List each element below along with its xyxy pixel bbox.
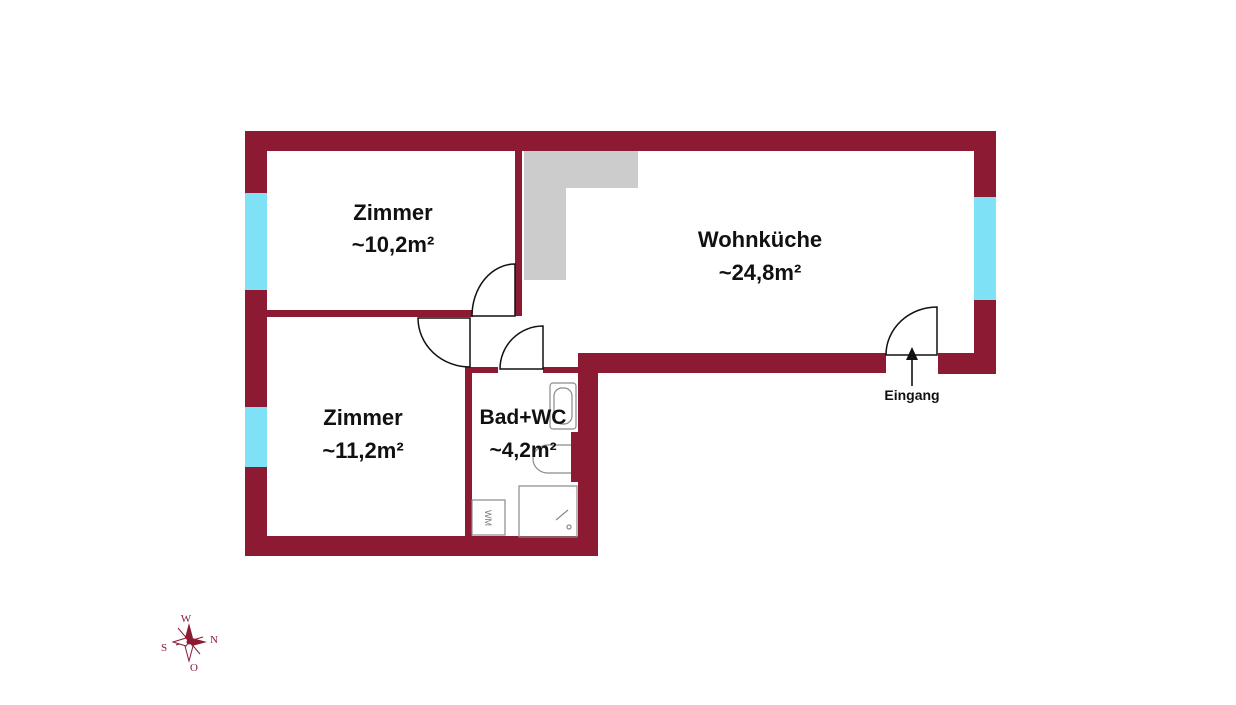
wall-entrance-right: [938, 353, 996, 374]
washbasin: [532, 444, 571, 474]
room-name-zimmer-2: Zimmer: [323, 405, 403, 430]
room-name-zimmer-1: Zimmer: [353, 200, 433, 225]
door-zimmer-1[interactable]: [471, 263, 516, 317]
room-area-zimmer-2: ~11,2m²: [322, 438, 403, 463]
walls: [245, 131, 996, 556]
wall-room-kitchen: [515, 151, 522, 316]
shower-tray: [518, 485, 578, 538]
toilet-bowl: [553, 387, 573, 425]
shower-drain-icon: [566, 524, 572, 530]
wall-living-bottom: [578, 353, 886, 373]
washing-machine: [471, 499, 506, 536]
wall-bottom: [245, 536, 597, 556]
compass-east-label: O: [190, 662, 198, 674]
bathroom-fixtures: [471, 382, 578, 538]
washing-machine-label: WM: [483, 510, 493, 526]
shower-mark: [555, 509, 569, 521]
wall-bath-niche: [571, 432, 580, 482]
wall-bath-left: [465, 367, 472, 537]
compass-west-label: W: [181, 613, 192, 625]
wall-top: [245, 131, 996, 151]
window-zimmer-2: [245, 407, 267, 467]
toilet-tank: [549, 382, 577, 430]
room-name-wohnkueche: Wohnküche: [698, 227, 822, 252]
compass-south-label: S: [161, 642, 167, 654]
doors: [417, 263, 938, 370]
window-zimmer-1: [245, 193, 267, 290]
wall-bath-top-left: [465, 367, 498, 373]
entrance-label: Eingang: [884, 387, 939, 403]
wall-bath-top-right: [543, 367, 579, 373]
room-area-zimmer-1: ~10,2m²: [352, 232, 435, 257]
door-zimmer-2[interactable]: [417, 317, 471, 368]
room-area-bad-wc: ~4,2m²: [489, 439, 556, 462]
compass-north-label: N: [210, 634, 218, 646]
entrance-arrow-icon: [906, 347, 918, 386]
door-entrance[interactable]: [885, 306, 938, 356]
compass-rose-icon: [171, 623, 207, 663]
wall-bath-right: [578, 353, 598, 556]
wall-between-rooms: [267, 310, 473, 317]
kitchen-counter: [524, 150, 638, 280]
room-area-wohnkueche: ~24,8m²: [719, 260, 802, 285]
window-wohnkueche: [974, 197, 996, 300]
door-bad-wc[interactable]: [499, 325, 544, 370]
room-name-bad-wc: Bad+WC: [480, 406, 567, 429]
windows: [245, 193, 996, 467]
